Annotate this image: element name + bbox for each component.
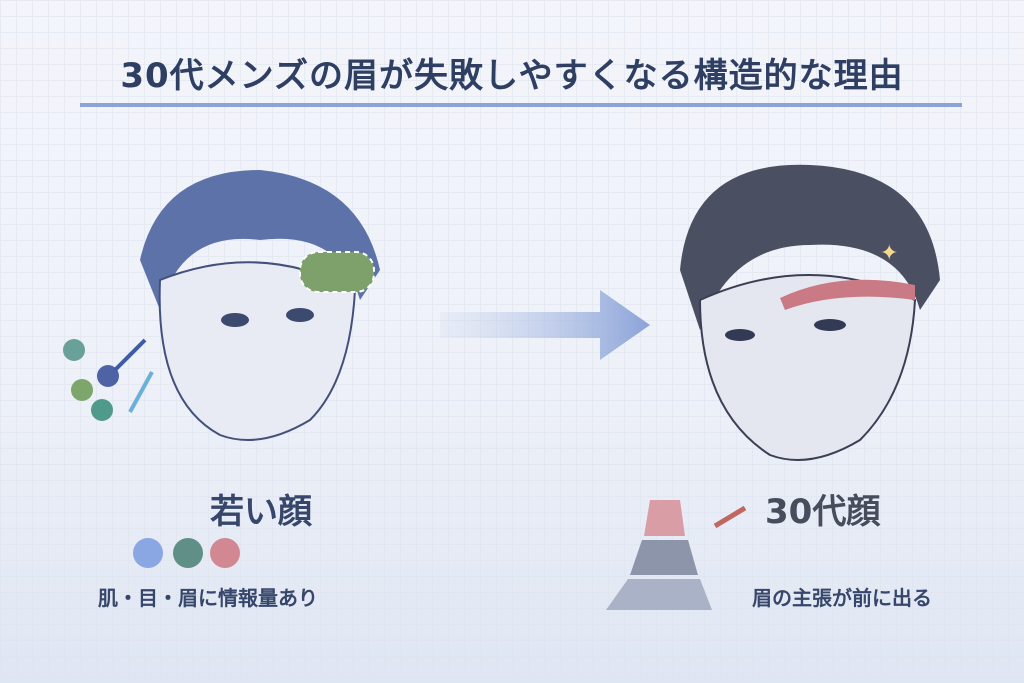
title-underline <box>80 103 962 107</box>
pyramid-middle <box>630 540 698 575</box>
double-arrow-icon <box>713 505 747 529</box>
30s-face-heading: 30代顔 <box>765 492 881 532</box>
young-face-heading: 若い顔 <box>210 492 312 532</box>
young-face-caption: 肌・目・眉に情報量あり <box>98 586 318 610</box>
30s-face-caption: 眉の主張が前に出る <box>752 586 932 610</box>
page-title: 30代メンズの眉が失敗しやすくなる構造的な理由 <box>120 56 904 96</box>
30s-face-illustration: ✦ <box>680 164 940 461</box>
eye-dot <box>173 538 203 568</box>
young-face-illustration <box>63 170 380 441</box>
skin-dot <box>133 538 163 568</box>
arrow-right-icon <box>440 290 650 360</box>
pyramid-top-brow <box>644 500 685 536</box>
brow-dot <box>210 538 240 568</box>
svg-text:✦: ✦ <box>880 241 898 266</box>
pyramid-bottom <box>606 579 712 610</box>
pyramid-diagram <box>606 500 747 610</box>
